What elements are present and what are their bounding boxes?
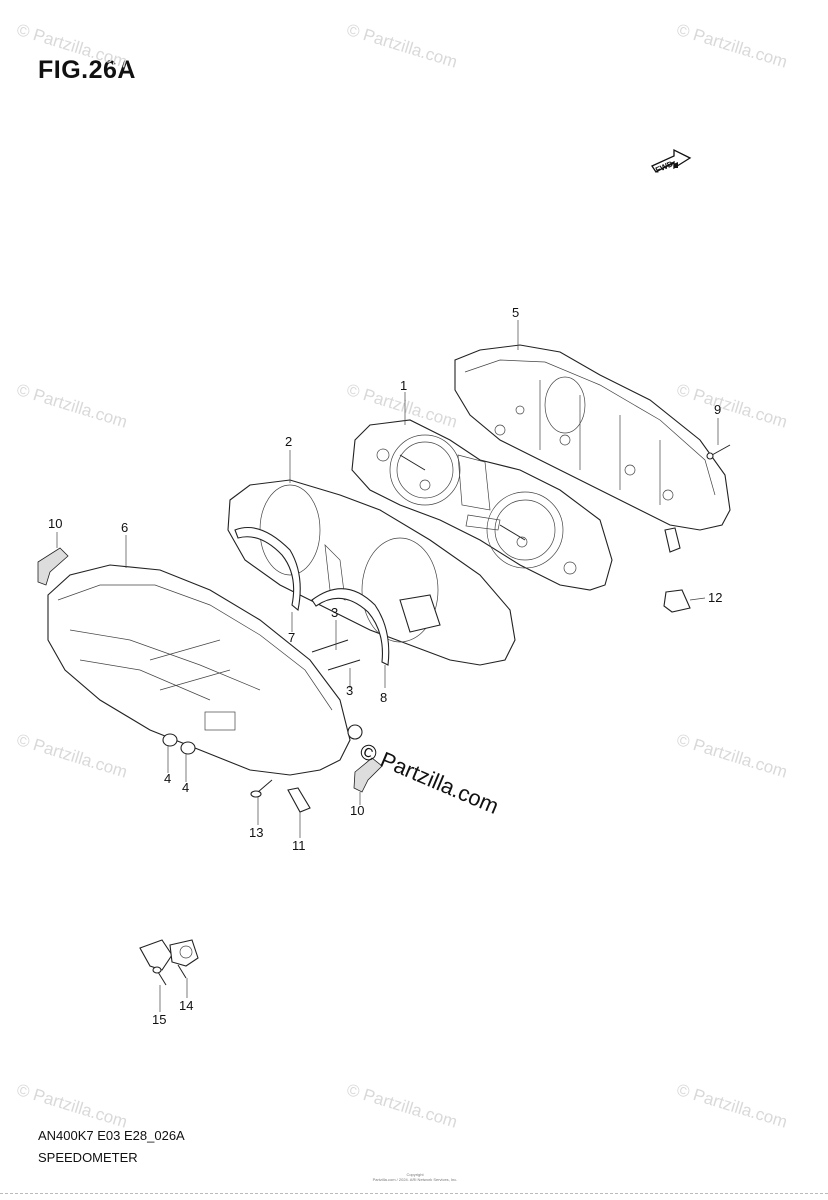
figure-title: FIG.26A [38,56,136,84]
copyright-line: Copyright [406,1172,424,1177]
callout-1: 1 [400,378,407,393]
part-13-screw [250,779,273,798]
part-12-cap [663,589,691,613]
fwd-arrow-icon: FWD [651,148,692,175]
callout-8: 8 [380,690,387,705]
callout-10: 10 [48,516,62,531]
callout-10: 10 [350,803,364,818]
callout-4: 4 [182,780,189,795]
part-9-screw [706,444,731,460]
callout-2: 2 [285,434,292,449]
part-14-speed-sensor [139,939,199,979]
part-10-bracket [353,757,383,793]
callout-13: 13 [249,825,263,840]
callout-11: 11 [292,838,306,853]
callout-14: 14 [179,998,193,1013]
part-8-trim-right [311,588,390,666]
figure-code: AN400K7 E03 E28_026A [38,1128,185,1143]
part-7-trim-left [234,526,301,612]
page-border [0,1193,828,1194]
copyright-notice: Copyright Partzilla.com / 2024. ARI Netw… [355,1172,475,1182]
part-15-bolt [152,966,167,986]
leader-lines [56,320,719,1012]
part-11-plate [287,787,311,813]
callout-5: 5 [512,305,519,320]
part-2-meter-lens-frame [227,479,516,666]
part-6-meter-cover-upper [47,564,363,776]
part-10-bracket [37,547,69,586]
part-5-meter-case-lower [454,344,731,553]
callout-9: 9 [714,402,721,417]
callout-6: 6 [121,520,128,535]
part-3-bulbs [311,639,361,671]
fwd-label: FWD [654,159,675,175]
callout-4: 4 [164,771,171,786]
callout-3: 3 [331,605,338,620]
part-4-cushions [162,733,196,755]
part-1-speedometer-panel [351,419,613,591]
callout-3: 3 [346,683,353,698]
figure-name: SPEEDOMETER [38,1150,138,1165]
callout-12: 12 [708,590,722,605]
callout-15: 15 [152,1012,166,1027]
copyright-line: Partzilla.com / 2024. ARI Network Servic… [372,1177,458,1183]
callout-7: 7 [288,630,295,645]
